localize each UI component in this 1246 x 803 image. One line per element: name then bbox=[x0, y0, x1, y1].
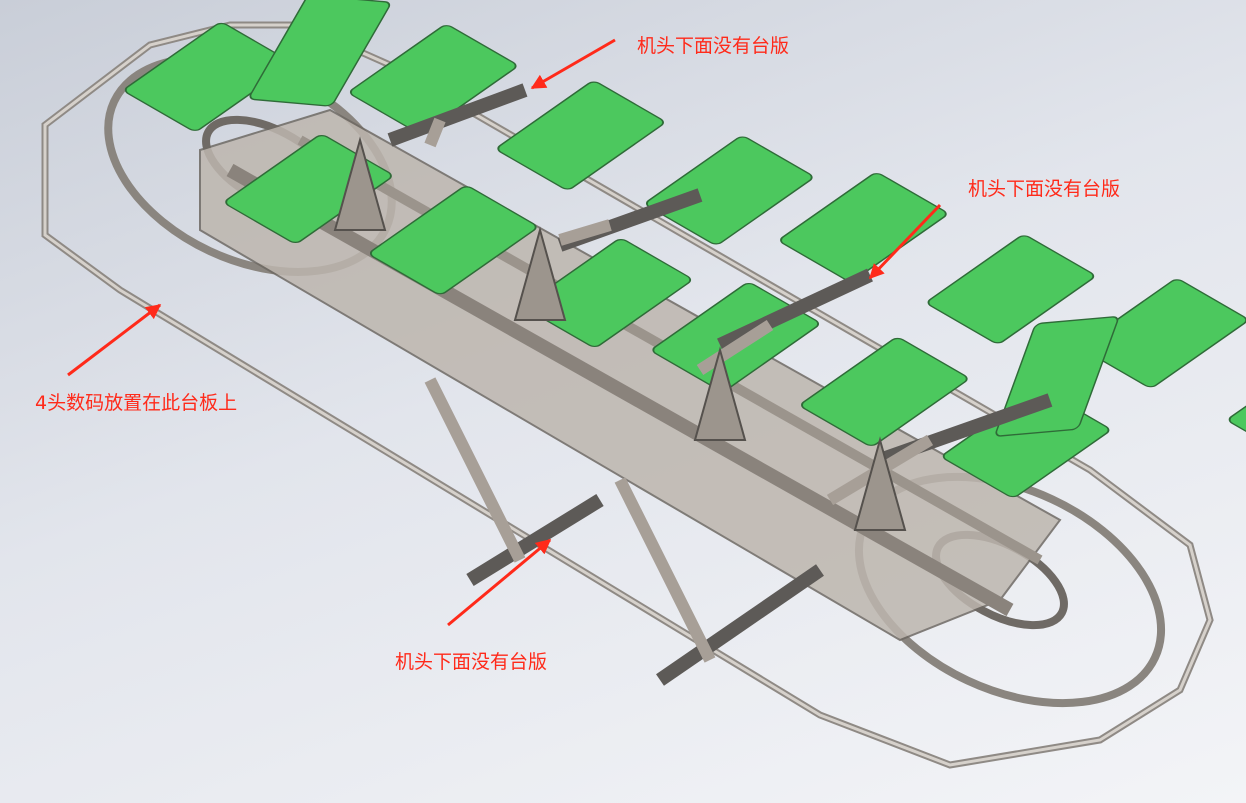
annotation-bottom-head: 机头下面没有台版 bbox=[395, 651, 548, 673]
platen bbox=[1228, 352, 1246, 461]
print-head-arm bbox=[424, 377, 526, 563]
arrow-bottom-head bbox=[447, 538, 552, 627]
print-head-tower bbox=[693, 346, 747, 441]
print-head-arm bbox=[696, 319, 774, 376]
printing-heads bbox=[333, 83, 1053, 686]
platen bbox=[249, 0, 391, 107]
print-head-tower bbox=[853, 436, 907, 531]
arrow-top-head bbox=[530, 38, 616, 90]
print-head-arm bbox=[558, 219, 612, 246]
annotation-left-platen: 4头数码放置在此台板上 bbox=[35, 392, 238, 414]
print-head-rail bbox=[387, 83, 528, 147]
platen bbox=[524, 239, 692, 348]
platen bbox=[369, 186, 537, 295]
arrow-left-platen bbox=[67, 303, 162, 377]
print-head-tower bbox=[513, 226, 567, 321]
annotation-top-head: 机头下面没有台版 bbox=[637, 35, 790, 57]
platen bbox=[349, 25, 517, 134]
platen bbox=[646, 136, 813, 245]
print-head-tower bbox=[333, 136, 387, 231]
platen bbox=[124, 22, 292, 131]
main-beam bbox=[226, 163, 1014, 617]
platen bbox=[801, 337, 968, 446]
arrow-right-head bbox=[868, 203, 942, 280]
platen bbox=[1080, 279, 1246, 388]
print-head-arm bbox=[614, 477, 716, 663]
platen bbox=[927, 235, 1095, 344]
outer-frame bbox=[41, 21, 1214, 769]
print-head-arm bbox=[424, 117, 446, 148]
annotation-arrows bbox=[67, 38, 942, 627]
platen bbox=[780, 173, 947, 282]
platen bbox=[497, 81, 664, 190]
annotation-right-head: 机头下面没有台版 bbox=[968, 178, 1121, 200]
print-head-rail bbox=[717, 268, 873, 352]
print-head-rail bbox=[656, 564, 824, 686]
